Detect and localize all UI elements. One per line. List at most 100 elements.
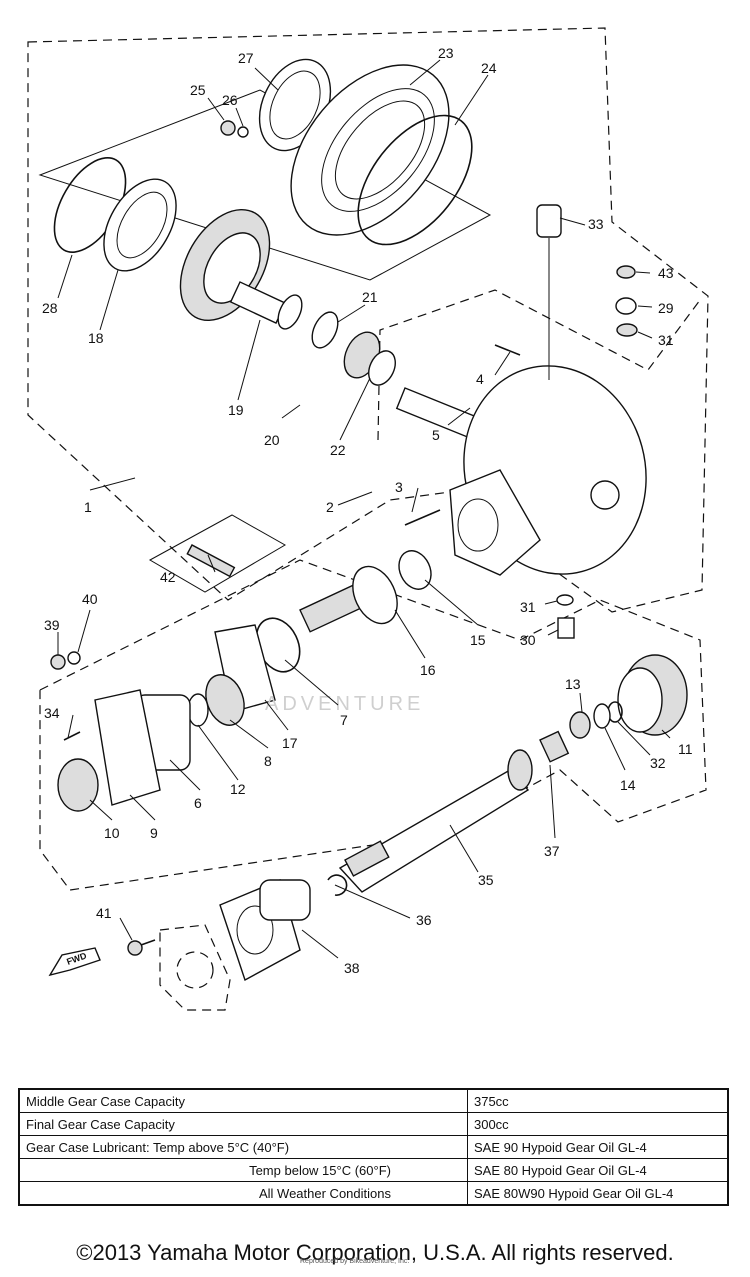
nut-washer-40-41 [50, 651, 81, 670]
watermark: ADVENTURE [265, 693, 424, 715]
callout-16: 16 [420, 662, 436, 678]
small-print: Reproduced by Bikeadventure, Inc. [300, 1258, 410, 1265]
callout-2: 2 [326, 499, 334, 515]
o-ring-24 [357, 114, 473, 246]
callout-19: 19 [228, 402, 244, 418]
callout-6: 6 [194, 795, 202, 811]
drive-shaft-35 [338, 749, 533, 893]
stud-3 [404, 509, 441, 526]
table-row: All Weather Conditions SAE 80W90 Hypoid … [18, 1181, 729, 1206]
callout-35: 35 [478, 872, 494, 888]
bearing-15 [398, 550, 432, 590]
callout-18: 18 [88, 330, 104, 346]
spec-value: SAE 80 Hypoid Gear Oil GL-4 [466, 1158, 729, 1182]
table-row: Final Gear Case Capacity 300cc [18, 1112, 729, 1136]
callout-38: 38 [344, 960, 360, 976]
callout-24: 24 [481, 60, 497, 76]
callout-39: 41 [96, 905, 112, 921]
flange-9 [94, 689, 161, 806]
spec-value: SAE 90 Hypoid Gear Oil GL-4 [466, 1135, 729, 1159]
callout-21: 21 [362, 289, 378, 305]
callout-31-lower: 31 [520, 599, 536, 615]
callout-14: 14 [620, 777, 636, 793]
copyright-notice: ©2013 Yamaha Motor Corporation, U.S.A. A… [76, 1240, 674, 1265]
callout-7: 7 [340, 712, 348, 728]
callout-10: 10 [104, 825, 120, 841]
callout-1: 1 [84, 499, 92, 515]
callout-31-upper: 31 [658, 332, 674, 348]
drain-plug-30-31 [556, 594, 575, 639]
callout-30: 30 [520, 632, 536, 648]
callout-15: 15 [470, 632, 486, 648]
nut-washer-25-26 [220, 120, 249, 138]
leader-lines [57, 59, 671, 959]
cap-33 [536, 204, 562, 238]
exploded-parts-diagram: FWD ADVENTURE [27, 27, 709, 1011]
assembly-boundary-lower [39, 559, 707, 891]
spring-37 [539, 730, 570, 763]
callout-13: 13 [565, 676, 581, 692]
callout-9: 9 [150, 825, 158, 841]
bearing-housing-23 [290, 64, 450, 236]
callout-36: 36 [416, 912, 432, 928]
nut-13 [569, 711, 591, 739]
callout-33: 33 [588, 216, 604, 232]
table-row: Middle Gear Case Capacity 375cc [18, 1088, 729, 1113]
callout-43: 42 [160, 569, 176, 585]
table-row: Temp below 15°C (60°F) SAE 80 Hypoid Gea… [18, 1158, 729, 1182]
label-subgroup [148, 514, 287, 593]
gear-oil-spec-table: Middle Gear Case Capacity 375cc Final Ge… [18, 1088, 729, 1206]
callout-40: 39 [44, 617, 60, 633]
callout-8: 8 [264, 753, 272, 769]
stud-4 [494, 344, 521, 356]
callout-25: 25 [190, 82, 206, 98]
callout-17: 17 [282, 735, 298, 751]
callout-5: 5 [432, 427, 440, 443]
coupling-10 [57, 758, 99, 812]
bearing-22 [343, 331, 396, 386]
spec-label: Final Gear Case Capacity [18, 1112, 468, 1136]
callout-4: 4 [476, 371, 484, 387]
spacers-20-21 [277, 294, 339, 349]
spec-value: 300cc [466, 1112, 729, 1136]
spec-label: Temp below 15°C (60°F) [18, 1158, 468, 1182]
callout-34: 34 [44, 705, 60, 721]
pinion-gear-16 [299, 565, 398, 633]
assembly-boundary-2 [377, 289, 701, 441]
callout-numbers: 27 23 24 25 26 28 18 19 21 20 22 5 4 33 … [42, 45, 693, 976]
callout-27: 27 [238, 50, 254, 66]
coupling-gear-11 [617, 654, 688, 736]
ring-gear-19 [179, 208, 287, 324]
callout-3: 3 [395, 479, 403, 495]
bolt-39 [127, 939, 156, 956]
spec-label: Gear Case Lubricant: Temp above 5°C (40°… [18, 1135, 468, 1159]
assembly-boundary-1 [27, 27, 709, 613]
table-row: Gear Case Lubricant: Temp above 5°C (40°… [18, 1135, 729, 1159]
callout-23: 23 [438, 45, 454, 61]
callout-42: 43 [658, 265, 674, 281]
spacer-12 [187, 693, 209, 727]
bearing-18 [103, 178, 177, 272]
callout-37: 37 [544, 843, 560, 859]
callout-20: 20 [264, 432, 280, 448]
universal-joint-38 [219, 879, 311, 982]
callout-22: 22 [330, 442, 346, 458]
callout-26: 26 [222, 92, 238, 108]
spec-label: Middle Gear Case Capacity [18, 1088, 468, 1113]
bolt-34 [63, 731, 81, 741]
fwd-arrow-icon: FWD [48, 947, 101, 977]
callout-28: 28 [42, 300, 58, 316]
spec-value: SAE 80W90 Hypoid Gear Oil GL-4 [466, 1181, 729, 1206]
callout-11: 11 [678, 741, 693, 757]
callout-32: 32 [650, 755, 666, 771]
rear-hub-reference [159, 924, 231, 1011]
washer-14 [593, 703, 611, 729]
callout-41: 40 [82, 591, 98, 607]
spec-value: 375cc [466, 1088, 729, 1113]
spec-label: All Weather Conditions [18, 1181, 468, 1206]
gear-case-housing [449, 365, 647, 576]
circlip-36 [327, 874, 348, 896]
callout-12: 12 [230, 781, 246, 797]
plug-stack-42-29-31 [615, 265, 638, 337]
callout-29: 29 [658, 300, 674, 316]
